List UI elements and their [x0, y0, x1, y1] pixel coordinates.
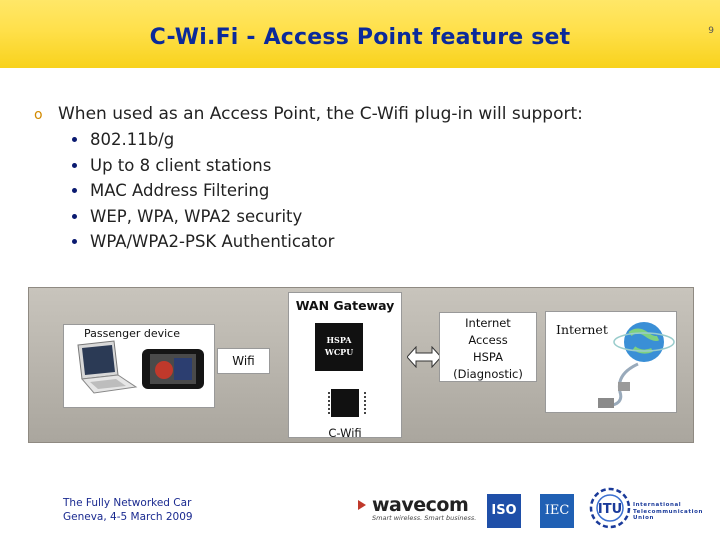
bullet-dot-icon	[72, 213, 77, 219]
itu-name-line: International	[633, 502, 682, 508]
event-caption: The Fully Networked Car Geneva, 4-5 Marc…	[63, 496, 193, 524]
bullet-dot-icon	[72, 188, 77, 193]
bullet-dot-icon	[72, 162, 77, 168]
cwifi-chip-icon	[328, 389, 366, 417]
network-diagram: Passenger device Wifi WAN Gateway HSPA W…	[28, 287, 694, 443]
bullet-dot-icon	[72, 239, 77, 244]
laptop-and-phone-icon	[77, 340, 204, 394]
itu-name: International Telecommunication Union	[633, 502, 703, 522]
globe-cable-icon	[598, 322, 675, 408]
event-name: The Fully Networked Car	[63, 497, 192, 509]
passenger-device-box: Passenger device	[63, 324, 215, 408]
internet-access-line: Access	[468, 333, 508, 347]
feature-item: Up to 8 client stations	[72, 156, 334, 182]
wcpu-chip-label: WCPU	[324, 347, 354, 357]
hspa-chip-icon: HSPA WCPU	[315, 323, 363, 371]
feature-label: WPA/WPA2-PSK Authenticator	[90, 232, 335, 251]
wavecom-mark-icon	[358, 500, 366, 510]
internet-box: Internet	[545, 311, 677, 413]
hspa-chip-label: HSPA	[326, 335, 352, 345]
lead-text: When used as an Access Point, the C-Wifi…	[58, 104, 583, 124]
internet-access-line: HSPA	[472, 350, 503, 364]
feature-item: MAC Address Filtering	[72, 181, 334, 207]
internet-access-line: Internet	[465, 316, 511, 330]
feature-label: WEP, WPA, WPA2 security	[90, 206, 303, 226]
page-number: 9	[708, 26, 714, 36]
page-title: C-Wi.Fi - Access Point feature set	[149, 25, 571, 50]
internet-access-line: (Diagnostic)	[453, 367, 523, 381]
wifi-link-label: Wifi	[217, 348, 270, 374]
feature-list: 802.11b/g Up to 8 client stations MAC Ad…	[72, 130, 334, 258]
feature-label: MAC Address Filtering	[90, 181, 270, 200]
wan-gateway-label: WAN Gateway	[295, 298, 395, 313]
laptop-icon	[77, 340, 138, 394]
internet-label: Internet	[556, 322, 608, 337]
feature-label: 802.11b/g	[90, 130, 175, 149]
wavecom-tagline: Smart wireless. Smart business.	[372, 514, 477, 522]
wavecom-logo: wavecom Smart wireless. Smart business.	[358, 494, 477, 522]
mobile-device-icon	[142, 349, 204, 389]
iec-logo: IEC	[540, 494, 574, 528]
bullet-dot-icon	[72, 137, 77, 142]
lead-bullet-icon: o	[34, 107, 43, 123]
feature-label: Up to 8 client stations	[90, 155, 272, 175]
feature-item: 802.11b/g	[72, 130, 334, 156]
event-date: Geneva, 4-5 March 2009	[63, 511, 193, 523]
double-arrow-icon	[407, 346, 441, 368]
title-band: C-Wi.Fi - Access Point feature set 9	[0, 0, 720, 68]
itu-logo-icon: ITU	[589, 487, 631, 529]
wavecom-name: wavecom	[372, 494, 469, 516]
itu-logo-text: ITU	[598, 502, 622, 517]
feature-item: WEP, WPA, WPA2 security	[72, 207, 334, 233]
itu-name-line: Union	[633, 515, 654, 521]
cwifi-label: C-Wifi	[328, 426, 362, 440]
passenger-device-label: Passenger device	[84, 327, 180, 340]
wan-gateway-box: WAN Gateway HSPA WCPU C-Wifi	[288, 292, 402, 440]
feature-item: WPA/WPA2-PSK Authenticator	[72, 232, 334, 258]
itu-name-line: Telecommunication	[633, 508, 703, 515]
iso-logo: ISO	[487, 494, 521, 528]
internet-access-box: Internet Access HSPA (Diagnostic)	[439, 312, 537, 382]
